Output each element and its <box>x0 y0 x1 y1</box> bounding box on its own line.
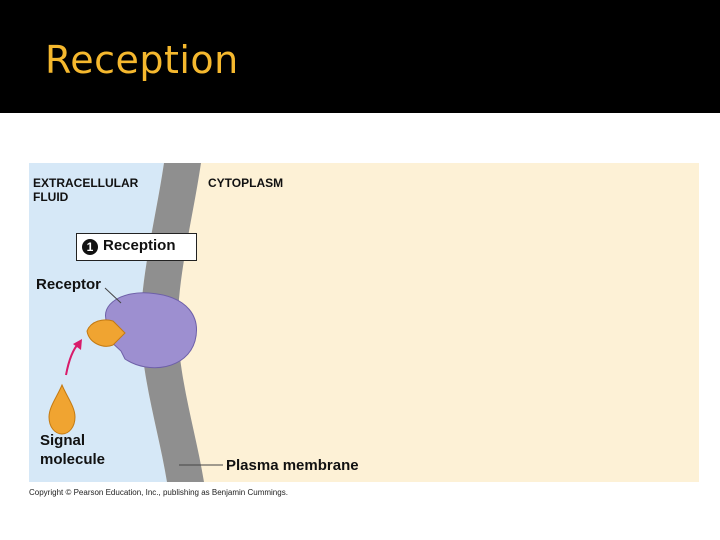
signal-label-line1: Signal <box>40 432 86 449</box>
bound-signal-molecule <box>86 319 126 347</box>
step-label: Reception <box>103 237 176 254</box>
receptor-label: Receptor <box>36 276 102 293</box>
diagram-drawing <box>29 163 699 482</box>
cell-reception-diagram: EXTRACELLULAR FLUID CYTOPLASM 1 Receptio… <box>29 163 699 482</box>
title-bar: Reception <box>0 0 720 113</box>
extracellular-label: EXTRACELLULAR FLUID <box>33 176 138 204</box>
step-reception-box: 1 Reception <box>76 233 197 261</box>
receptor-leader-line <box>104 287 122 304</box>
extracellular-label-line2: FLUID <box>33 190 69 204</box>
plasma-membrane-label: Plasma membrane <box>226 457 359 474</box>
slide-title: Reception <box>45 38 239 82</box>
signal-molecule-label: Signal molecule <box>40 431 105 469</box>
step-number-badge: 1 <box>82 239 98 255</box>
cytoplasm-label: CYTOPLASM <box>208 176 284 190</box>
free-signal-molecule <box>48 383 76 435</box>
receptor-protein <box>105 292 197 369</box>
copyright-notice: Copyright © Pearson Education, Inc., pub… <box>29 488 288 497</box>
binding-arrowhead <box>73 339 82 350</box>
extracellular-label-line1: EXTRACELLULAR <box>33 176 139 190</box>
signal-label-line2: molecule <box>40 451 106 468</box>
